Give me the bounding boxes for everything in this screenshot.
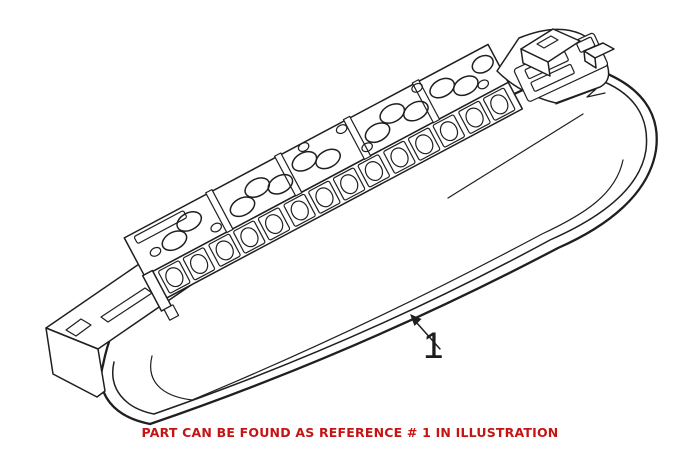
strip-ribs [205, 79, 441, 234]
housing-interior-edge [447, 113, 584, 199]
reference-caption: PART CAN BE FOUND AS REFERENCE # 1 IN IL… [141, 425, 559, 440]
lens-fold-line [555, 88, 606, 105]
connector-slot-lower [530, 63, 575, 92]
connector-tabs [520, 28, 615, 77]
tab-small-front [583, 50, 597, 69]
housing-inner-rim [112, 78, 648, 415]
connector-assembly [496, 28, 615, 105]
housing-aperture-line [150, 159, 624, 401]
callout-label-1: 1 [423, 325, 444, 366]
strip-led-cells [158, 87, 516, 294]
strip-top-holes [133, 54, 494, 257]
tab-large-notch [536, 35, 559, 49]
callout-arrow [410, 314, 441, 350]
tab-large-front [520, 48, 551, 77]
strip-end-foot [163, 304, 180, 321]
led-strip [123, 43, 524, 321]
bracket-end-face [45, 327, 106, 398]
bracket-square-hole [65, 318, 92, 337]
